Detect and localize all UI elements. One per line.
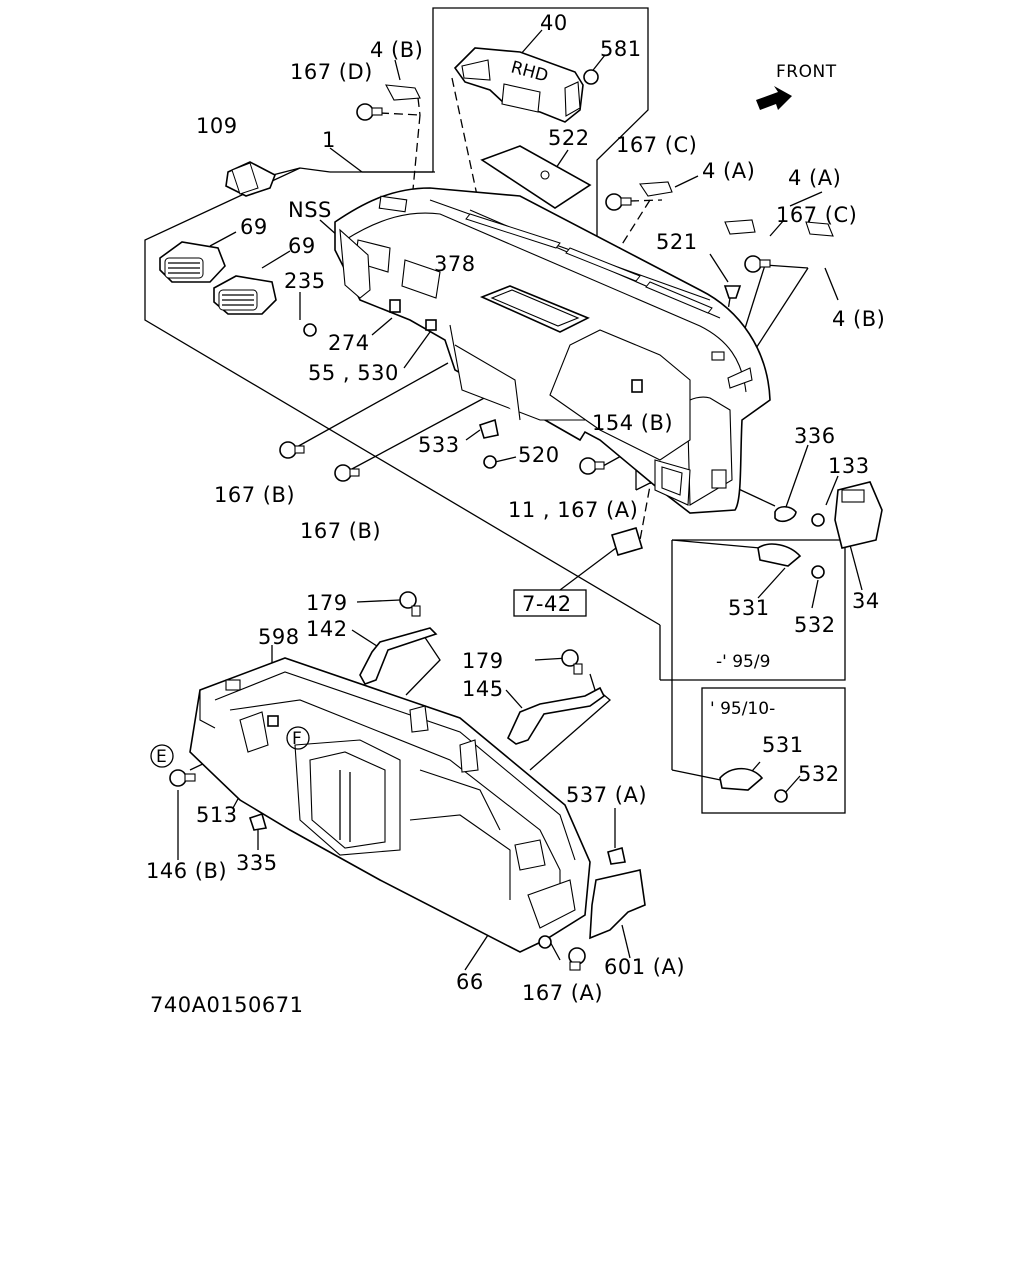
callout-601a: 601 (A) [604, 955, 685, 979]
callout-179-b: 179 [462, 649, 504, 673]
callout-532-b: 532 [798, 762, 840, 786]
part-142-bracket [359, 591, 438, 685]
callout-531-b: 531 [762, 733, 804, 757]
callout-179-a: 179 [306, 591, 348, 615]
callout-167d: 167 (D) [290, 60, 373, 84]
callout-7-42: 7-42 [522, 592, 572, 616]
part-145-bracket [507, 649, 606, 745]
callout-labels: FRONT 40 581 4 (B) 167 (D) 109 1 522 167… [146, 11, 885, 1017]
part-378-panel [479, 285, 590, 333]
ref-letter-f: F [292, 729, 302, 749]
callout-nss: NSS [288, 198, 332, 222]
callout-521: 521 [656, 230, 698, 254]
callout-581: 581 [600, 37, 642, 61]
callout-142: 142 [306, 617, 348, 641]
callout-167a-bottom: 167 (A) [522, 981, 603, 1005]
ref-f-circle [286, 726, 310, 750]
part-40-duct: RHD [453, 47, 584, 123]
callout-532-a: 532 [794, 613, 836, 637]
callout-69-a: 69 [240, 215, 268, 239]
callout-145: 145 [462, 677, 504, 701]
callout-598: 598 [258, 625, 300, 649]
part-522-lid [480, 145, 592, 209]
part-66-frame [189, 657, 591, 953]
ref-e-circle [150, 744, 174, 768]
callout-274: 274 [328, 331, 370, 355]
callout-336: 336 [794, 424, 836, 448]
part-109-vent [225, 161, 277, 197]
callout-1: 1 [322, 128, 336, 152]
callout-520: 520 [518, 443, 560, 467]
callout-133: 133 [828, 454, 870, 478]
callout-154b: 154 (B) [592, 411, 673, 435]
callout-167c-b: 167 (C) [776, 203, 857, 227]
callout-4a-a: 4 (A) [702, 159, 755, 183]
callout-235: 235 [284, 269, 326, 293]
callout-146b: 146 (B) [146, 859, 227, 883]
callout-531-a: 531 [728, 596, 770, 620]
part-69-vent-b [213, 275, 277, 315]
fasteners-lower [169, 715, 646, 971]
callout-537a: 537 (A) [566, 783, 647, 807]
range-label-b: ' 95/10- [710, 699, 775, 719]
callout-40: 40 [540, 11, 568, 35]
leader-lines [144, 7, 863, 971]
callout-513: 513 [196, 803, 238, 827]
defroster-grille [465, 213, 713, 314]
callout-11-167a: 11 , 167 (A) [508, 498, 638, 522]
callout-335: 335 [236, 851, 278, 875]
callout-55-530: 55 , 530 [308, 361, 399, 385]
front-arrow [756, 86, 792, 110]
callout-167b-b: 167 (B) [300, 519, 381, 543]
callout-4a-b: 4 (A) [788, 166, 841, 190]
callout-378: 378 [434, 252, 476, 276]
range-label-a: -' 95/9 [716, 652, 770, 672]
callout-109: 109 [196, 114, 238, 138]
part-69-vent-a [159, 241, 226, 283]
callout-69-b: 69 [288, 234, 316, 258]
ref-box-7-42 [513, 589, 587, 617]
fasteners-upper [279, 69, 883, 803]
callout-533: 533 [418, 433, 460, 457]
callout-4b-top: 4 (B) [370, 38, 423, 62]
callout-66: 66 [456, 970, 484, 994]
front-label: FRONT [776, 62, 837, 82]
figure-code: 740A0150671 [150, 993, 303, 1017]
callout-167b-a: 167 (B) [214, 483, 295, 507]
callout-522: 522 [548, 126, 590, 150]
callout-167c-a: 167 (C) [616, 133, 697, 157]
callout-34: 34 [852, 589, 880, 613]
callout-4b-right: 4 (B) [832, 307, 885, 331]
ref-letter-e: E [156, 747, 167, 767]
